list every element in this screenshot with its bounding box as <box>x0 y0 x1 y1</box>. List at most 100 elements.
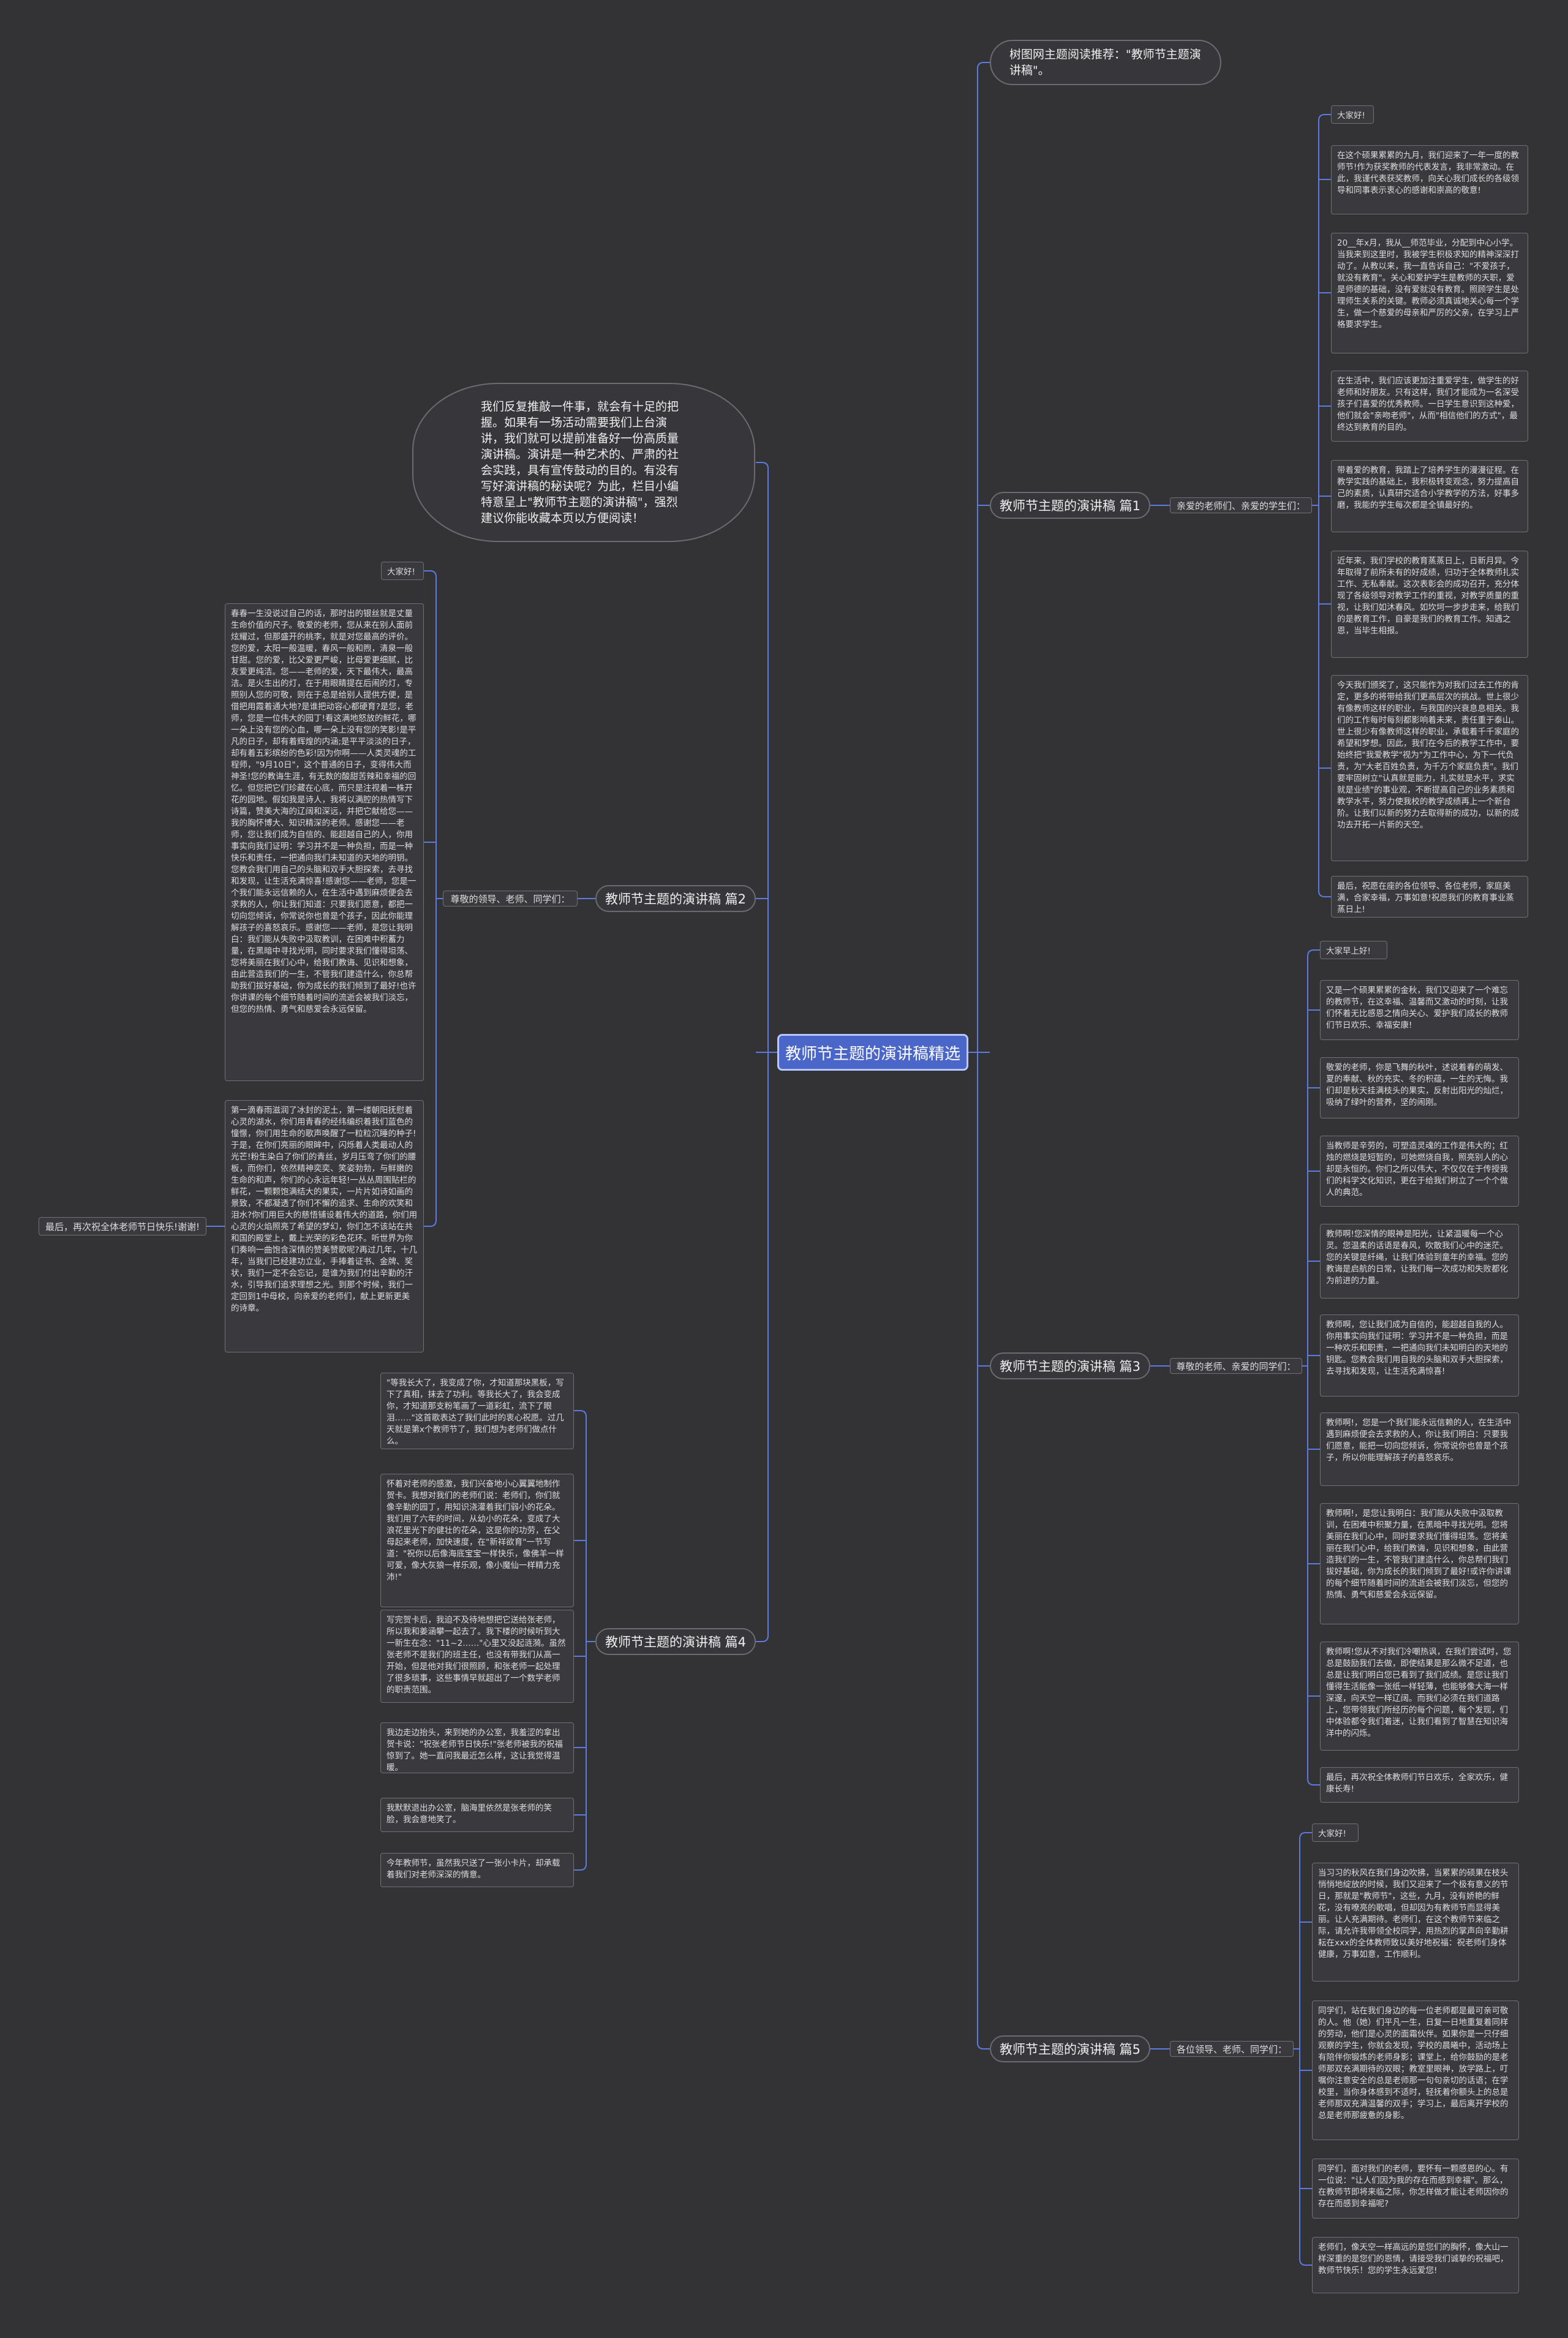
b5-leaf-5-text: 老师们，像天空一样高远的是您们的胸怀，像大山一样深重的是您们的恩情，请接受我们诚… <box>1318 2242 1509 2276</box>
intro-text: 我们反复推敲一件事，就会有十足的把握。如果有一场活动需要我们上台演讲，我们就可以… <box>481 400 679 525</box>
b1-leaf-6-text: 近年来，我们学校的教育蒸蒸日上，日新月异。今年取得了前所未有的好成绩，归功于全体… <box>1337 556 1519 636</box>
b1-leaf-6[interactable]: 近年来，我们学校的教育蒸蒸日上，日新月异。今年取得了前所未有的好成绩，归功于全体… <box>1331 551 1528 658</box>
branch-3-node[interactable]: 教师节主题的演讲稿 篇3 <box>990 1352 1150 1379</box>
branch-1-label-text: 亲爱的老师们、亲爱的学生们： <box>1176 500 1305 511</box>
b3-leaf-2-text: 又是一个硕果累累的金秋，我们又迎来了一个难忘的教师节，在这幸福、温馨而又激动的时… <box>1326 986 1508 1030</box>
b1-leaf-8[interactable]: 最后，祝愿在座的各位领导、各位老师，家庭美满，合家幸福，万事如意!祝愿我们的教育… <box>1331 876 1528 918</box>
b1-leaf-5[interactable]: 带着爱的教育，我踏上了培养学生的漫漫征程。在教学实践的基础上，我积极转变观念，努… <box>1331 460 1528 532</box>
b3-leaf-9-text: 教师啊!您从不对我们冷嘲热讽，在我们尝试时，您总是鼓励我们去做，即使结果是那么微… <box>1326 1647 1512 1738</box>
b3-leaf-5[interactable]: 教师啊!您深情的眼神是阳光，让紧温暖每一个心灵。您温柔的话语是春风，吹散我们心中… <box>1320 1224 1519 1299</box>
left-main-stub-2 <box>756 1635 769 1642</box>
b1-leaf-1-text: 大家好! <box>1337 111 1365 121</box>
branch-5-title: 教师节主题的演讲稿 篇5 <box>999 2042 1141 2057</box>
b1-leaf-4[interactable]: 在生活中，我们应该更加注重爱学生，做学生的好老师和好朋友。只有这样，我们才能成为… <box>1331 371 1528 442</box>
branch-5-node[interactable]: 教师节主题的演讲稿 篇5 <box>990 2035 1150 2062</box>
b3-leaf-4[interactable]: 当教师是辛劳的，可塑造灵魂的工作是伟大的；红烛的燃烧是短暂的，可她燃烧自我，照亮… <box>1320 1136 1519 1207</box>
branch-2-title: 教师节主题的演讲稿 篇2 <box>605 892 747 907</box>
b3-leaf-4-text: 当教师是辛劳的，可塑造灵魂的工作是伟大的；红烛的燃烧是短暂的，可她燃烧自我，照亮… <box>1326 1141 1508 1197</box>
b2-leaf-1-text: 大家好! <box>387 567 415 577</box>
b1-leaf-5-text: 带着爱的教育，我踏上了培养学生的漫漫征程。在教学实践的基础上，我积极转变观念，努… <box>1337 466 1519 510</box>
b5-leaf-5[interactable]: 老师们，像天空一样高远的是您们的胸怀，像大山一样深重的是您们的恩情，请接受我们诚… <box>1312 2237 1519 2293</box>
b5-leaf-2-text: 当习习的秋风在我们身边吹拂，当累累的硕果在枝头悄悄地绽放的时候，我们又迎来了一个… <box>1318 1868 1509 1959</box>
b2-leaves-stub-0 <box>424 570 437 578</box>
b3-leaves-stub-0 <box>1307 949 1320 957</box>
b3-leaf-7[interactable]: 教师啊!，您是一个我们能永远信赖的人，在生活中遇到麻烦便会去求救的人，你让我们明… <box>1320 1412 1519 1486</box>
b4-leaf-5[interactable]: 我默默退出办公室，脑海里依然是张老师的笑脸，我会意地笑了。 <box>380 1798 574 1832</box>
b1-leaf-7[interactable]: 今天我们颁奖了，这只能作为对我们过去工作的肯定，更多的将带给我们更高层次的挑战。… <box>1331 675 1528 861</box>
b1-leaf-8-text: 最后，祝愿在座的各位领导、各位老师，家庭美满，合家幸福，万事如意!祝愿我们的教育… <box>1337 881 1514 914</box>
b4-leaf-2[interactable]: 怀着对老师的感激，我们兴奋地小心翼翼地制作贺卡。我想对我们的老师们说：老师们，你… <box>380 1474 574 1607</box>
b1-leaf-3[interactable]: 20__年x月，我从__师范毕业，分配到中心小学。当我来到这里时，我被学生积极求… <box>1331 233 1528 353</box>
b4-leaf-6[interactable]: 今年教师节，虽然我只送了一张小卡片，却承载着我们对老师深深的情意。 <box>380 1853 574 1887</box>
b5-leaves-stub-0 <box>1299 1832 1312 1839</box>
branch-3-label[interactable]: 尊敬的老师、亲爱的同学们： <box>1170 1358 1302 1374</box>
b4-leaf-3-text: 写完贺卡后，我迫不及待地想把它送给张老师，所以我和姜涵攀一起去了。我下楼的时候听… <box>386 1615 566 1695</box>
b3-leaf-2[interactable]: 又是一个硕果累累的金秋，我们又迎来了一个难忘的教师节，在这幸福、温馨而又激动的时… <box>1320 980 1519 1040</box>
b4-leaf-1[interactable]: "等我长大了，我变成了你，才知道那块黑板，写下了真相，抹去了功利。等我长大了，我… <box>380 1373 574 1449</box>
b5-leaves-stub-4 <box>1299 2258 1312 2266</box>
b3-leaf-7-text: 教师啊!，您是一个我们能永远信赖的人，在生活中遇到麻烦便会去求救的人，你让我们明… <box>1326 1418 1512 1463</box>
branch-2-label-text: 尊敬的领导、老师、同学们： <box>450 893 570 905</box>
b3-leaf-10-text: 最后，再次祝全体教师们节日欢乐，全家欢乐，健康长寿! <box>1326 1773 1508 1794</box>
b4-leaf-4[interactable]: 我边走边抬头，来到她的办公室，我羞涩的拿出贺卡说："祝张老师节日快乐!"张老师被… <box>380 1722 574 1773</box>
b4-leaves-stub-0 <box>574 1410 587 1417</box>
b5-leaf-4-text: 同学们，面对我们的老师，要怀有一颗感恩的心。有一位说："让人们因为我的存在而感到… <box>1318 2164 1509 2209</box>
b2-extra-text: 最后，再次祝全体老师节日快乐!谢谢! <box>45 1221 200 1232</box>
b5-leaf-1[interactable]: 大家好! <box>1312 1823 1359 1842</box>
root-title: 教师节主题的演讲稿精选 <box>785 1044 960 1063</box>
b1-leaf-3-text: 20__年x月，我从__师范毕业，分配到中心小学。当我来到这里时，我被学生积极求… <box>1337 238 1519 330</box>
b1-leaf-7-text: 今天我们颁奖了，这只能作为对我们过去工作的肯定，更多的将带给我们更高层次的挑战。… <box>1337 681 1519 830</box>
branch-4-node[interactable]: 教师节主题的演讲稿 篇4 <box>595 1628 756 1655</box>
branch-1-label[interactable]: 亲爱的老师们、亲爱的学生们： <box>1170 497 1312 513</box>
b1-leaf-2[interactable]: 在这个硕果累累的九月，我们迎来了一年一度的教师节!作为获奖教师的代表发言，我非常… <box>1331 145 1528 214</box>
b1-leaf-1[interactable]: 大家好! <box>1331 105 1374 124</box>
b1-leaf-4-text: 在生活中，我们应该更加注重爱学生，做学生的好老师和好朋友。只有这样，我们才能成为… <box>1337 376 1519 432</box>
root-node[interactable]: 教师节主题的演讲稿精选 <box>777 1034 968 1071</box>
right-main-stub-0 <box>977 62 990 69</box>
branch-2-node[interactable]: 教师节主题的演讲稿 篇2 <box>595 885 756 912</box>
b3-leaves-stub-9 <box>1307 1778 1320 1786</box>
branch-1-node[interactable]: 教师节主题的演讲稿 篇1 <box>990 492 1150 519</box>
b3-leaf-8-text: 教师啊!，是您让我明白：我们能从失败中汲取教训，在困难中积聚力量，在黑暗中寻找光… <box>1326 1509 1512 1600</box>
b5-leaf-4[interactable]: 同学们，面对我们的老师，要怀有一颗感恩的心。有一位说："让人们因为我的存在而感到… <box>1312 2159 1519 2219</box>
b2-leaf-1[interactable]: 大家好! <box>381 562 424 580</box>
b3-leaf-9[interactable]: 教师啊!您从不对我们冷嘲热讽，在我们尝试时，您总是鼓励我们去做，即使结果是那么微… <box>1320 1642 1519 1751</box>
b1-leaves-stub-0 <box>1318 114 1331 121</box>
branch-2-label[interactable]: 尊敬的领导、老师、同学们： <box>443 891 578 907</box>
b5-leaf-1-text: 大家好! <box>1318 1829 1346 1839</box>
b4-leaf-3[interactable]: 写完贺卡后，我迫不及待地想把它送给张老师，所以我和姜涵攀一起去了。我下楼的时候听… <box>380 1610 574 1703</box>
b4-leaf-4-text: 我边走边抬头，来到她的办公室，我羞涩的拿出贺卡说："祝张老师节日快乐!"张老师被… <box>386 1728 563 1773</box>
b3-leaf-1-text: 大家早上好! <box>1326 946 1371 956</box>
branch-5-label[interactable]: 各位领导、老师、同学们： <box>1170 2041 1294 2057</box>
b2-extra-label[interactable]: 最后，再次祝全体老师节日快乐!谢谢! <box>39 1217 206 1235</box>
b4-leaf-5-text: 我默默退出办公室，脑海里依然是张老师的笑脸，我会意地笑了。 <box>386 1803 552 1825</box>
b3-leaf-6-text: 教师啊，您让我们成为自信的，能超越自我的人。你用事实向我们证明：学习并不是一种负… <box>1326 1320 1508 1376</box>
recommend-text: 树图网主题阅读推荐："教师节主题演讲稿"。 <box>1009 48 1201 77</box>
b1-leaf-2-text: 在这个硕果累累的九月，我们迎来了一年一度的教师节!作为获奖教师的代表发言，我非常… <box>1337 151 1519 195</box>
b3-leaf-5-text: 教师啊!您深情的眼神是阳光，让紧温暖每一个心灵。您温柔的话语是春风，吹散我们心中… <box>1326 1229 1508 1286</box>
b4-leaves-stub-5 <box>574 1863 587 1871</box>
b2-leaf-3[interactable]: 第一滴春雨滋润了冰封的泥土，第一缕朝阳抚慰着心灵的湖水，你们用青春的经纬编织着我… <box>225 1100 424 1352</box>
b3-leaf-10[interactable]: 最后，再次祝全体教师们节日欢乐，全家欢乐，健康长寿! <box>1320 1767 1519 1803</box>
branch-3-title: 教师节主题的演讲稿 篇3 <box>999 1359 1141 1374</box>
b3-leaf-6[interactable]: 教师啊，您让我们成为自信的，能超越自我的人。你用事实向我们证明：学习并不是一种负… <box>1320 1314 1519 1397</box>
b4-leaf-2-text: 怀着对老师的感激，我们兴奋地小心翼翼地制作贺卡。我想对我们的老师们说：老师们，你… <box>386 1479 564 1582</box>
b2-leaves-stub-2 <box>424 1220 437 1227</box>
intro-node[interactable]: 我们反复推敲一件事，就会有十足的把握。如果有一场活动需要我们上台演讲，我们就可以… <box>412 383 755 542</box>
b3-leaf-3-text: 敬爱的老师，你是飞舞的秋叶，述说着春的萌发、夏的奉献、秋的充实、冬的积蕴，一生的… <box>1326 1063 1508 1107</box>
left-main-stub-0 <box>756 462 769 469</box>
b2-leaf-2[interactable]: 春春一生没说过自己的话，那时出的银丝就是丈量生命价值的尺子。敬爱的老师，您从来在… <box>225 603 424 1081</box>
b2-leaf-3-text: 第一滴春雨滋润了冰封的泥土，第一缕朝阳抚慰着心灵的湖水，你们用青春的经纬编织着我… <box>231 1106 418 1313</box>
b5-leaf-2[interactable]: 当习习的秋风在我们身边吹拂，当累累的硕果在枝头悄悄地绽放的时候，我们又迎来了一个… <box>1312 1863 1519 1982</box>
b3-leaf-8[interactable]: 教师啊!，是您让我明白：我们能从失败中汲取教训，在困难中积聚力量，在黑暗中寻找光… <box>1320 1503 1519 1624</box>
b3-leaf-3[interactable]: 敬爱的老师，你是飞舞的秋叶，述说着春的萌发、夏的奉献、秋的充实、冬的积蕴，一生的… <box>1320 1057 1519 1118</box>
recommend-node[interactable]: 树图网主题阅读推荐："教师节主题演讲稿"。 <box>990 40 1221 85</box>
branch-1-title: 教师节主题的演讲稿 篇1 <box>999 499 1141 513</box>
b5-leaf-3[interactable]: 同学们，站在我们身边的每一位老师都是最可亲可敬的人。他（她）们平凡一生，日复一日… <box>1312 2000 1519 2140</box>
b2-leaf-2-text: 春春一生没说过自己的话，那时出的银丝就是丈量生命价值的尺子。敬爱的老师，您从来在… <box>231 609 417 1014</box>
b3-leaf-1[interactable]: 大家早上好! <box>1320 941 1387 959</box>
b5-leaf-3-text: 同学们，站在我们身边的每一位老师都是最可亲可敬的人。他（她）们平凡一生，日复一日… <box>1318 2006 1509 2121</box>
b4-leaf-1-text: "等我长大了，我变成了你，才知道那块黑板，写下了真相，抹去了功利。等我长大了，我… <box>386 1378 564 1446</box>
b1-leaves-stub-7 <box>1318 890 1331 897</box>
branch-4-title: 教师节主题的演讲稿 篇4 <box>605 1635 747 1650</box>
